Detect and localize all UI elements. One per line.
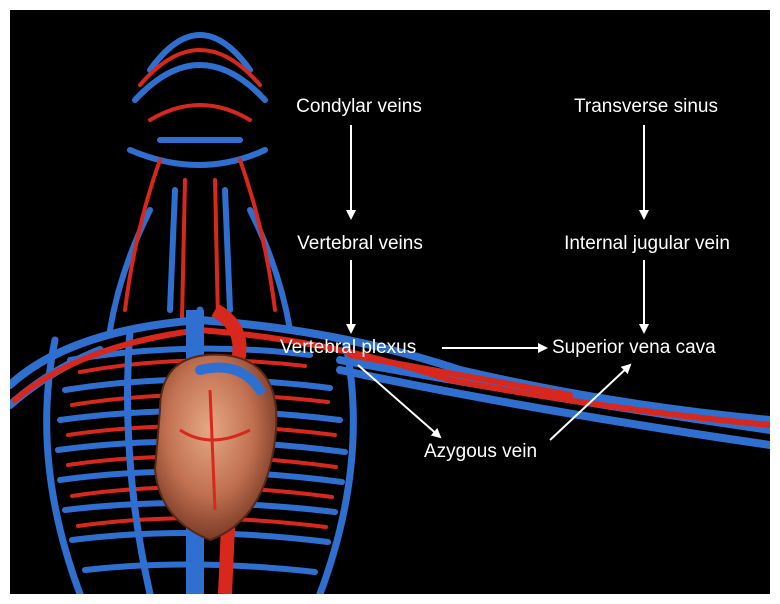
label-condylar-veins: Condylar veins xyxy=(296,96,422,118)
label-internal-jugular-vein: Internal jugular vein xyxy=(564,233,730,255)
label-superior-vena-cava: Superior vena cava xyxy=(552,337,716,359)
label-azygous-vein: Azygous vein xyxy=(424,441,537,463)
head-veins xyxy=(110,35,290,330)
label-vertebral-plexus: Vertebral plexus xyxy=(280,337,416,359)
label-vertebral-veins: Vertebral veins xyxy=(297,233,423,255)
diagram-canvas: Condylar veins Transverse sinus Vertebra… xyxy=(10,10,770,594)
heart xyxy=(155,355,276,540)
label-transverse-sinus: Transverse sinus xyxy=(574,96,718,118)
